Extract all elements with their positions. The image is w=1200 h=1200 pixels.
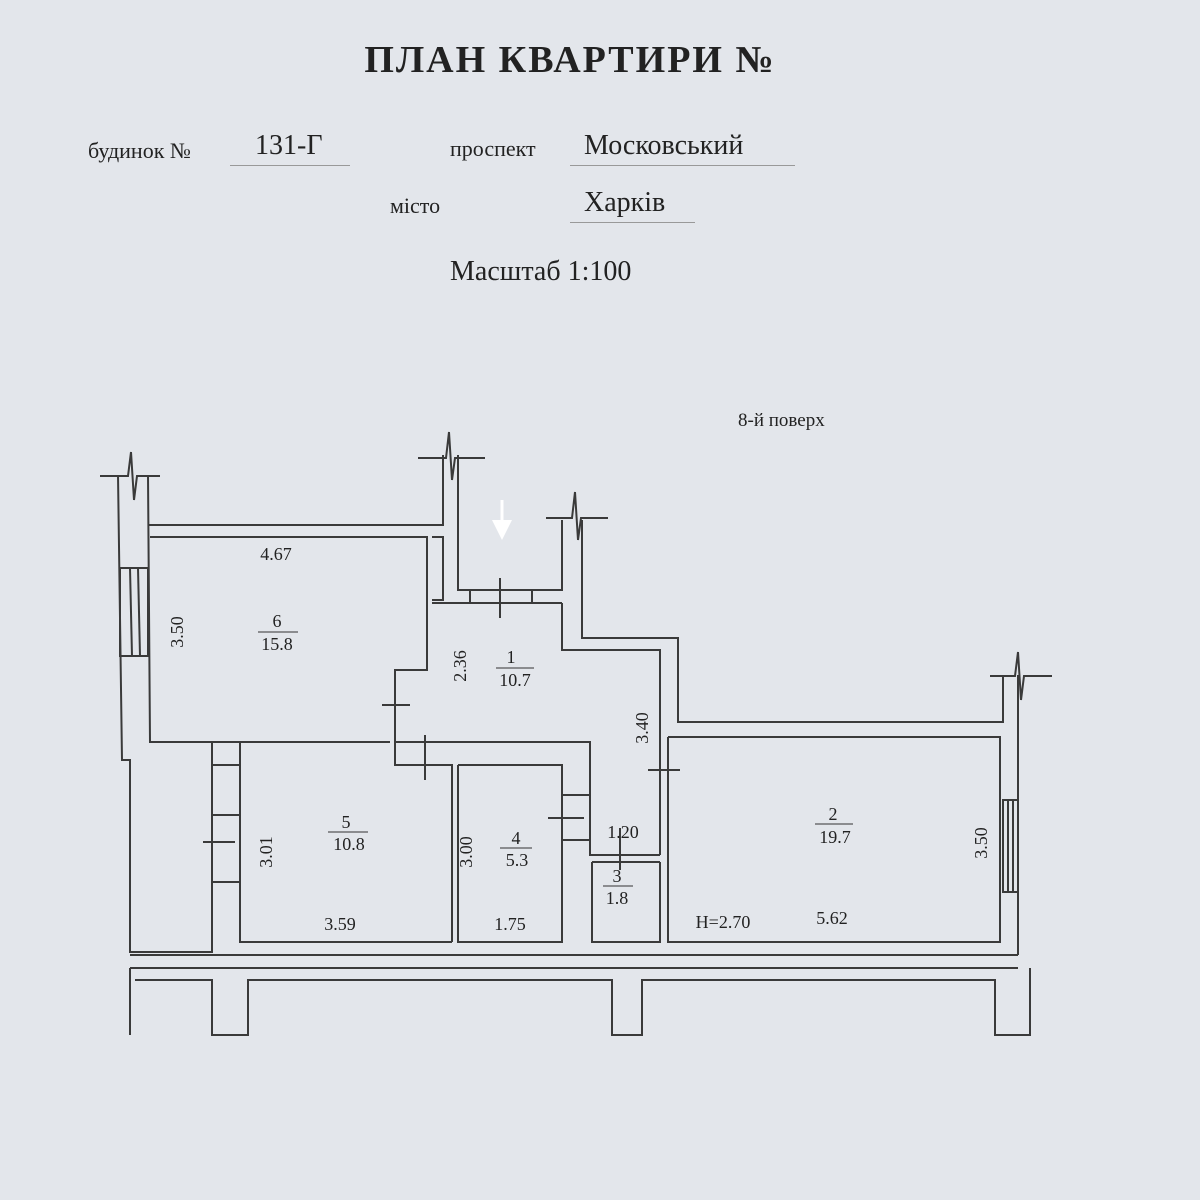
document-title: ПЛАН КВАРТИРИ № [364,39,776,81]
dim-room5-depth: 3.01 [256,836,276,868]
room6-area: 15.8 [261,634,293,654]
room5-area: 10.8 [333,834,365,854]
scale-text: Масштаб 1:100 [450,256,632,287]
dim-room6-width: 4.67 [260,544,292,564]
window-room2 [1002,799,1019,893]
dim-room5-width: 3.59 [324,914,356,934]
dim-room6-depth: 3.50 [167,616,187,648]
city-label: місто [390,193,441,218]
dim-room2-depth: 3.50 [971,827,991,859]
room6-number: 6 [273,611,282,631]
dim-room1-left: 2.36 [450,650,470,682]
room3-number: 3 [613,866,622,886]
room3-area: 1.8 [606,888,629,908]
room5-number: 5 [342,812,351,832]
house-label: будинок № [88,138,191,163]
room1-area: 10.7 [499,670,531,690]
walls [100,431,1052,1036]
city-value: Харків [584,187,666,218]
floor-label: 8-й поверх [738,410,825,431]
city-underline [570,222,695,223]
room2-area: 19.7 [819,827,851,847]
room4-number: 4 [512,828,521,848]
house-value: 131-Г [255,130,323,161]
house-underline [230,165,350,166]
room1-number: 1 [507,647,516,667]
street-underline [570,165,795,166]
room4-area: 5.3 [506,850,529,870]
dim-room2-width: 5.62 [816,908,848,928]
street-value: Московський [584,130,744,161]
dim-room1-right: 3.40 [632,712,652,744]
dim-room3-width: 1.20 [607,822,639,842]
street-label: проспект [450,136,536,161]
entrance-arrow-icon [492,500,512,540]
dim-room4-width: 1.75 [494,914,526,934]
window-room6 [119,567,149,657]
dim-room4-depth: 3.00 [456,836,476,868]
room2-number: 2 [829,804,838,824]
ceiling-height: H=2.70 [696,912,751,932]
